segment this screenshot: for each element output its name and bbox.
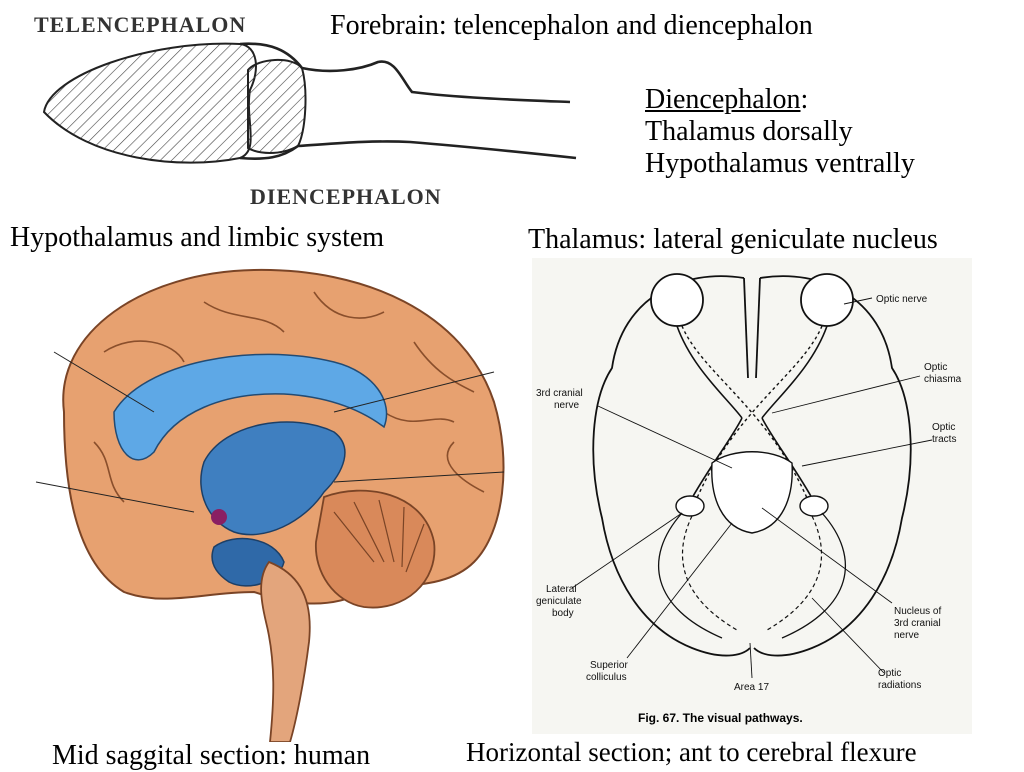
diencephalon-heading: Diencephalon: [645, 84, 801, 115]
label-optic-chiasma-1: Optic: [924, 362, 947, 373]
label-optic-tracts-2: tracts: [932, 434, 956, 445]
label-third-nerve-2: nerve: [554, 400, 579, 411]
left-caption-bottom: Mid saggital section: human: [52, 740, 371, 771]
label-nucleus-1: Nucleus of: [894, 606, 941, 617]
left-caption-top: Hypothalamus and limbic system: [10, 222, 385, 253]
forebrain-schematic: [42, 42, 577, 164]
thalamus-line: Thalamus dorsally: [645, 116, 853, 147]
diencephalon-label: DIENCEPHALON: [250, 184, 442, 209]
label-superior-colliculus-1: Superior: [590, 660, 628, 671]
label-optic-radiations-1: Optic: [878, 668, 901, 679]
label-area17: Area 17: [734, 682, 769, 693]
right-caption-bottom: Horizontal section; ant to cerebral flex…: [466, 737, 917, 767]
label-optic-chiasma-2: chiasma: [924, 374, 962, 385]
slide-title: Forebrain: telencephalon and diencephalo…: [330, 10, 813, 41]
diencephalon-colon: :: [800, 84, 809, 115]
label-lgb-3: body: [552, 608, 574, 619]
label-third-nerve-1: 3rd cranial: [536, 388, 583, 399]
hypothalamus-line: Hypothalamus ventrally: [645, 148, 915, 179]
label-optic-tracts-1: Optic: [932, 422, 955, 433]
label-lgb-1: Lateral: [546, 584, 577, 595]
visual-pathways-diagram: Optic nerve Optic chiasma Optic tracts 3…: [532, 258, 972, 734]
label-superior-colliculus-2: colliculus: [586, 672, 627, 683]
label-optic-radiations-2: radiations: [878, 680, 921, 691]
label-nucleus-3: nerve: [894, 630, 919, 641]
figure-caption: Fig. 67. The visual pathways.: [638, 711, 803, 725]
label-nucleus-2: 3rd cranial: [894, 618, 941, 629]
label-optic-nerve: Optic nerve: [876, 294, 928, 305]
diencephalon-notes: Diencephalon: Thalamus dorsally Hypothal…: [645, 84, 915, 180]
sagittal-brain-illustration: [34, 262, 510, 742]
right-caption-top: Thalamus: lateral geniculate nucleus: [528, 224, 938, 255]
label-lgb-2: geniculate: [536, 596, 582, 607]
telencephalon-label: TELENCEPHALON: [34, 12, 247, 37]
